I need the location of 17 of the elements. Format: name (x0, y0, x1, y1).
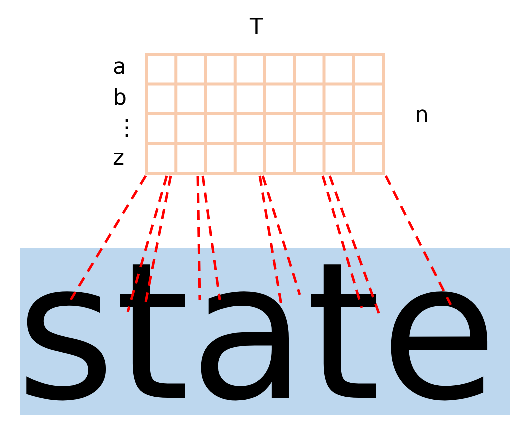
dashed-line (126, 176, 168, 312)
dashed-line (70, 175, 148, 301)
row-ellipsis: ⋮ (116, 118, 138, 140)
dashed-line (328, 176, 382, 316)
dashed-line (322, 176, 364, 308)
axis-label: T (250, 17, 264, 39)
row-label: z (113, 148, 125, 170)
dashed-line (196, 176, 202, 300)
dashed-line (384, 175, 452, 306)
dashed-line (144, 176, 172, 302)
row-label: b (113, 88, 127, 110)
word-text: state (15, 258, 499, 408)
dashed-line (202, 176, 222, 300)
table-grid (145, 53, 385, 175)
axis-label: n (415, 105, 429, 127)
dashed-line (262, 176, 302, 296)
row-label: a (113, 57, 126, 79)
